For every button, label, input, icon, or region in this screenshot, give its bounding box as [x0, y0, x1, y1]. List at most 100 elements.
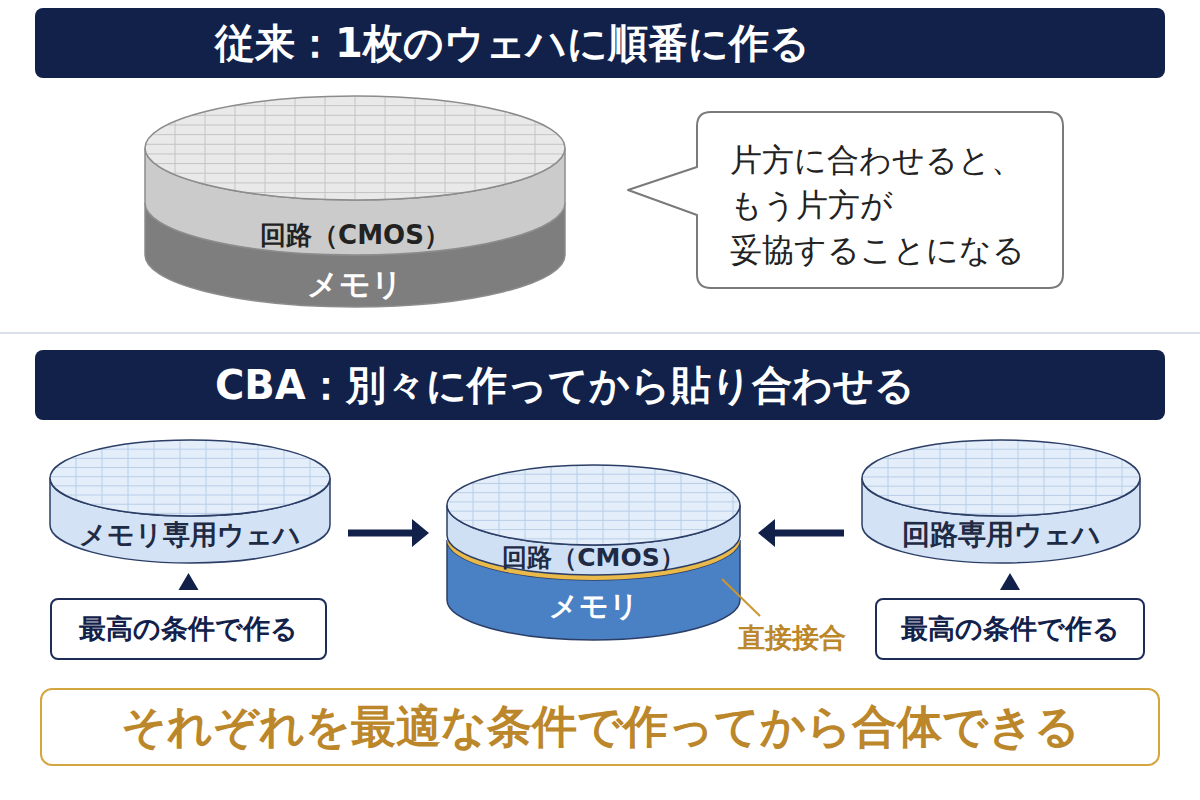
grid-line: [535, 96, 536, 200]
section-banner: CBA：別々に作ってから貼り合わせる: [35, 350, 1165, 420]
grid-line: [76, 440, 77, 516]
die-grid: [447, 465, 740, 545]
banner-heading: 従来：1枚のウェハに順番に作る: [215, 21, 810, 65]
bubble-text: 片方に合わせると、 もう片方が 妥協することになる: [730, 138, 1045, 273]
grid-line: [235, 96, 236, 200]
callout-label: 直接接合: [738, 620, 846, 656]
grid-line: [310, 440, 311, 516]
grid-line: [145, 144, 565, 145]
die-grid: [862, 440, 1140, 516]
wafer-top: [145, 96, 565, 200]
grid-line: [145, 192, 565, 193]
grid-line: [499, 465, 500, 545]
grid-line: [473, 465, 474, 545]
banner-heading: CBA：別々に作ってから貼り合わせる: [215, 363, 915, 407]
speech-bubble: 片方に合わせると、 もう片方が 妥協することになる: [697, 112, 1063, 288]
bonded-wafer: 回路（CMOS） メモリ: [447, 465, 740, 643]
wafer-top: [50, 440, 330, 516]
grid-line: [447, 538, 740, 539]
grid-line: [447, 474, 740, 475]
layer-label: メモリ: [145, 267, 565, 301]
grid-line: [145, 134, 565, 135]
grid-line: [862, 449, 1140, 450]
die-grid: [50, 440, 330, 516]
grid-line: [525, 465, 526, 545]
grid-line: [50, 476, 330, 477]
wafer-rim: [447, 465, 740, 545]
memory-wafer: メモリ専用ウェハ: [50, 440, 330, 565]
grid-line: [888, 440, 889, 516]
layer-label: メモリ: [447, 591, 740, 623]
box-text: 最高の条件で作る: [79, 614, 298, 644]
grid-line: [475, 96, 476, 200]
wafer-label: 回路専用ウェハ: [862, 520, 1140, 551]
grid-line: [325, 96, 326, 200]
grid-line: [447, 511, 740, 512]
grid-line: [862, 467, 1140, 468]
wafer-top: [447, 465, 740, 545]
grid-line: [603, 465, 604, 545]
condition-box: 最高の条件で作る: [50, 598, 327, 660]
grid-line: [50, 467, 330, 468]
grid-line: [50, 449, 330, 450]
grid-line: [862, 486, 1140, 487]
flow-arrow: [758, 519, 844, 547]
grid-line: [655, 465, 656, 545]
grid-line: [447, 529, 740, 530]
grid-line: [577, 465, 578, 545]
grid-line: [50, 485, 330, 486]
grid-line: [145, 124, 565, 125]
flow-arrow: [348, 519, 429, 547]
box-text: 最高の条件で作る: [901, 614, 1120, 644]
grid-line: [447, 501, 740, 502]
grid-line: [447, 483, 740, 484]
section-banner: 従来：1枚のウェハに順番に作る: [35, 8, 1165, 78]
grid-line: [50, 513, 330, 514]
grid-line: [1122, 440, 1123, 516]
pointer-triangle: [1000, 573, 1020, 590]
grid-line: [175, 96, 176, 200]
grid-line: [145, 153, 565, 154]
grid-line: [50, 495, 330, 496]
grid-line: [145, 163, 565, 164]
grid-line: [265, 96, 266, 200]
grid-line: [551, 465, 552, 545]
wafer-rim: [145, 96, 565, 200]
grid-line: [355, 96, 356, 200]
grid-line: [447, 520, 740, 521]
grid-line: [145, 115, 565, 116]
wafer-top: [862, 440, 1140, 516]
grid-line: [50, 458, 330, 459]
grid-line: [145, 182, 565, 183]
grid-line: [681, 465, 682, 545]
wafer-label: メモリ専用ウェハ: [50, 520, 330, 550]
grid-line: [862, 513, 1140, 514]
grid-line: [707, 465, 708, 545]
die-grid: [145, 96, 565, 200]
layer-label: 回路（CMOS）: [145, 221, 565, 250]
layer-label: 回路（CMOS）: [447, 544, 740, 572]
grid-line: [145, 173, 565, 174]
grid-line: [862, 458, 1140, 459]
bubble-outline: [628, 112, 1063, 288]
section-divider: [0, 332, 1200, 334]
grid-line: [415, 96, 416, 200]
condition-box: 最高の条件で作る: [875, 598, 1145, 660]
grid-line: [295, 96, 296, 200]
wafer-layer: [145, 148, 565, 255]
grid-line: [733, 465, 734, 545]
summary-text: それぞれを最適な条件で作ってから合体できる: [121, 702, 1080, 752]
grid-line: [447, 492, 740, 493]
grid-line: [145, 105, 565, 106]
summary-box: それぞれを最適な条件で作ってから合体できる: [40, 688, 1160, 766]
stacked-wafer: 回路（CMOS） メモリ: [145, 96, 565, 309]
pointer-triangle: [179, 573, 199, 590]
grid-line: [385, 96, 386, 200]
grid-line: [862, 476, 1140, 477]
circuit-wafer: 回路専用ウェハ: [862, 440, 1140, 565]
grid-line: [862, 495, 1140, 496]
wafer-rim: [50, 440, 330, 516]
grid-line: [445, 96, 446, 200]
wafer-rim: [862, 440, 1140, 516]
grid-line: [629, 465, 630, 545]
